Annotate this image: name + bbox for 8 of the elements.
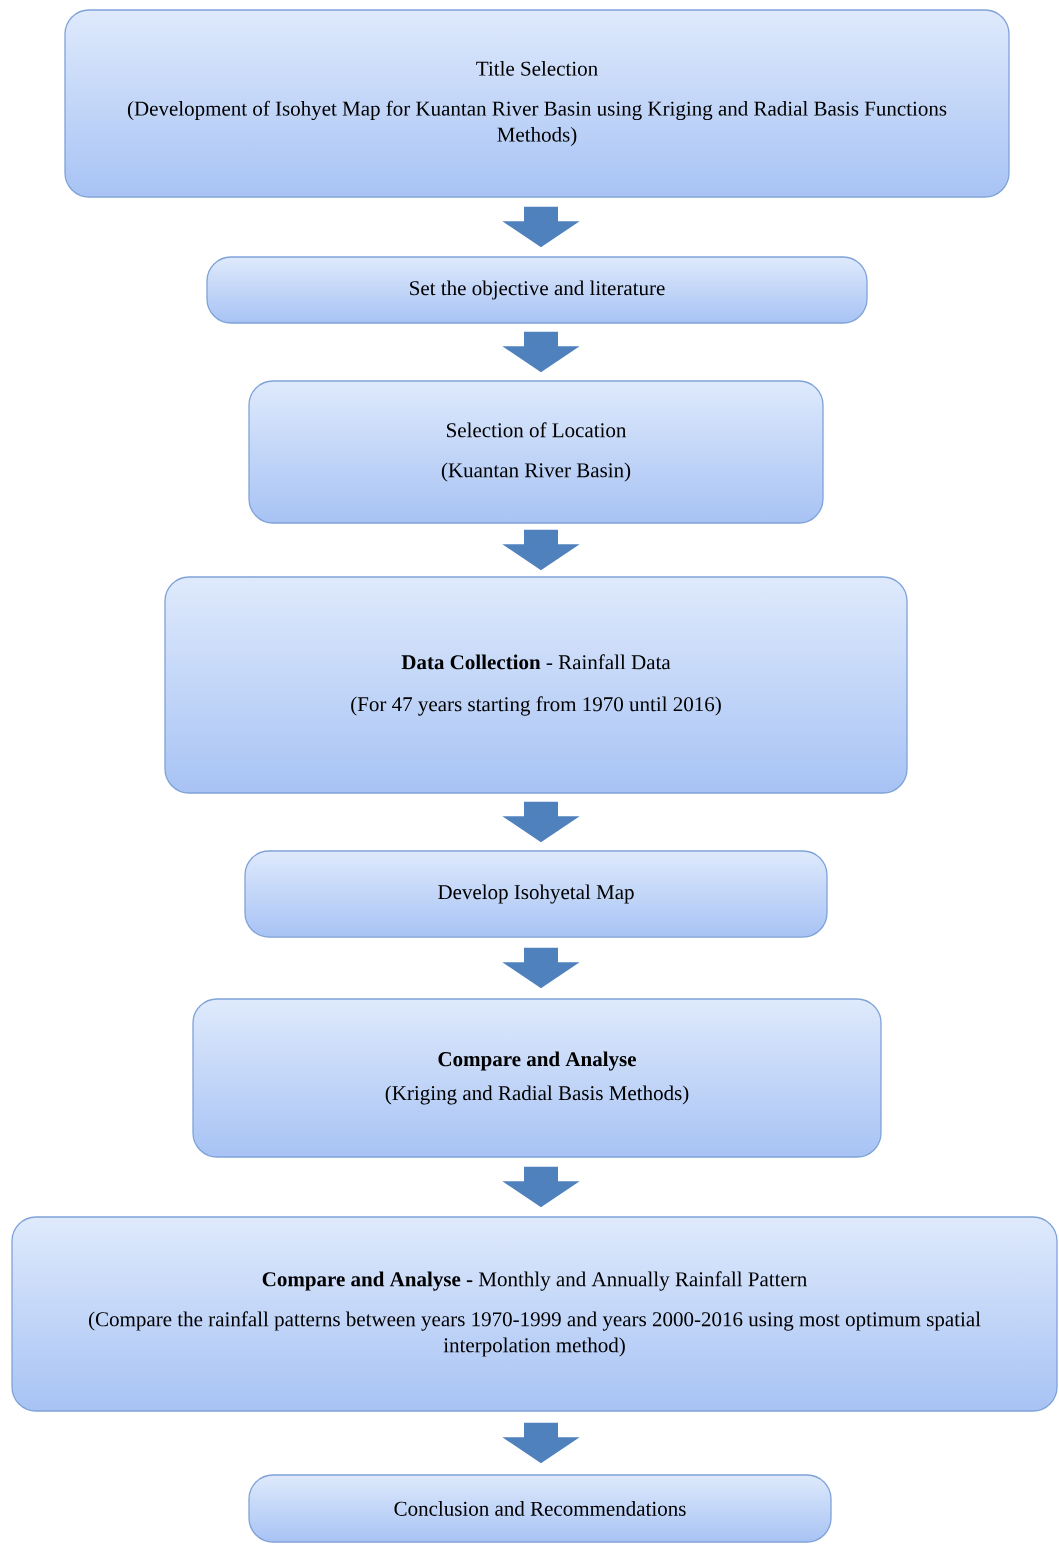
process-box: Set the objective and literature	[206, 256, 868, 324]
process-box: Data Collection - Rainfall Data (For 47 years starting from 1970 until 2016)	[164, 576, 908, 794]
process-box: Selection of Location (Kuantan River Basin)	[248, 380, 824, 524]
process-box: Title Selection (Development of Isohyet Map for Kuantan River Basin using Kriging and Radial Basis Functions Methods)	[64, 9, 1010, 198]
process-box: Conclusion and Recommendations	[248, 1474, 832, 1543]
process-box: Compare and Analyse (Kriging and Radial Basis Methods)	[192, 998, 882, 1158]
process-box: Develop Isohyetal Map	[244, 850, 828, 938]
process-box: Compare and Analyse - Monthly and Annually Rainfall Pattern (Compare the rainfall patterns between years 1970-1999 and years 2000-2016 using most optimum spatial interpolation method)	[11, 1216, 1058, 1412]
